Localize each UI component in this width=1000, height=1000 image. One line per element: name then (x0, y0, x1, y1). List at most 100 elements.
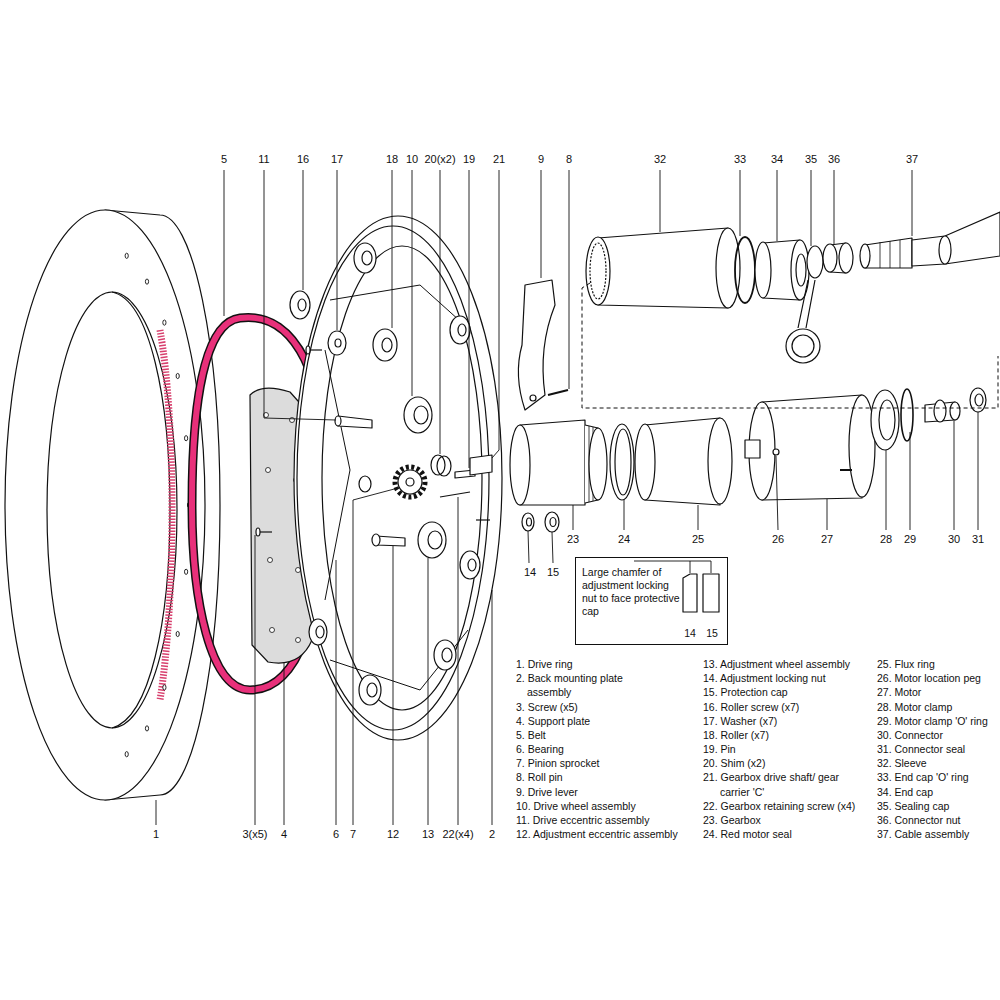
roller (354, 243, 376, 273)
support-plate (270, 628, 275, 633)
alignment-dash (582, 283, 998, 408)
drive-ring (145, 279, 148, 284)
sealing-cap (786, 329, 820, 363)
end-cap-o-ring (735, 237, 755, 303)
parts-list-item: 20. Shim (x2) (703, 756, 765, 770)
gearbox (589, 428, 607, 500)
callout-number: 29 (904, 533, 916, 546)
parts-list-item: 12. Adjustment eccentric assembly (516, 827, 678, 841)
leader-line (776, 456, 778, 530)
callout-number: 7 (350, 828, 356, 841)
leader-line (337, 170, 338, 330)
leader-line (978, 412, 979, 530)
roller (367, 683, 377, 697)
leader-line (910, 432, 911, 530)
callout-number: 4 (281, 828, 287, 841)
locking-nut (522, 512, 559, 532)
leader-line (886, 450, 887, 530)
parts-list-item: 19. Pin (703, 742, 736, 756)
leader-line (528, 531, 529, 563)
leader-line (428, 558, 429, 825)
o-ring (901, 389, 913, 441)
parts-list-item: 32. Sleeve (877, 756, 927, 770)
callout-number: 3(x5) (242, 828, 267, 841)
callout-number: 21 (493, 153, 505, 166)
leader-line (827, 499, 828, 530)
end-cap (796, 254, 806, 286)
parts-list-item: 29. Motor clamp 'O' ring (877, 714, 988, 728)
sealing-cap (792, 335, 814, 357)
leader-line (492, 170, 499, 458)
motor-seal (615, 429, 631, 495)
callout-number: 26 (772, 533, 784, 546)
bearing (418, 522, 446, 558)
callout-number: 28 (880, 533, 892, 546)
eccentric-shaft (372, 534, 380, 546)
callout-number: 14 (524, 566, 536, 579)
motor-seal (610, 424, 634, 500)
parts-list-item: 36. Connector nut (877, 813, 960, 827)
motor-clamp (879, 400, 895, 440)
locking-nut (522, 513, 534, 531)
leader-line (552, 532, 553, 563)
callout-number: 36 (828, 153, 840, 166)
leader-line (303, 170, 304, 290)
bearing (404, 397, 432, 433)
leader-line (156, 800, 157, 825)
callout-number: 33 (734, 153, 746, 166)
flux-ring (708, 418, 732, 504)
screw (306, 346, 310, 354)
parts-list-item: 30. Connector (877, 728, 943, 742)
callout-number: 23 (567, 533, 579, 546)
flux-ring (635, 418, 732, 505)
drive-lever (530, 395, 536, 401)
drive-ring (125, 752, 128, 757)
sleeve (590, 243, 606, 299)
parts-list-item: 37. Cable assembly (877, 827, 969, 841)
leader-line (624, 500, 625, 530)
pinion-sprocket (359, 467, 425, 497)
callout-number: 31 (972, 533, 984, 546)
parts-list-item: 5. Belt (516, 728, 546, 742)
leader-line (458, 497, 459, 825)
drive-ring (176, 631, 179, 636)
parts-list-item: 31. Connector seal (877, 742, 965, 756)
eccentric-shaft (335, 416, 341, 426)
leader-line (412, 170, 413, 396)
callout-number: 19 (463, 153, 475, 166)
cable-assembly (860, 212, 1000, 268)
leader-line (541, 170, 542, 278)
roller (434, 640, 456, 670)
drive-ring (47, 292, 177, 728)
leader-line (569, 170, 570, 389)
leader-line (440, 170, 441, 454)
parts-list-item: 35. Sealing cap (877, 799, 949, 813)
cable-assembly (880, 240, 900, 268)
leader-line (834, 170, 835, 244)
parts-list-item: 10. Drive wheel assembly (516, 799, 636, 813)
leader-line (954, 421, 955, 530)
note-text: Large chamfer of adjustment locking nut … (582, 566, 682, 618)
motor-seal (610, 424, 634, 500)
note-box: Large chamfer of adjustment locking nut … (575, 557, 728, 645)
support-plate (296, 638, 301, 643)
leader-line (690, 561, 711, 573)
roller (316, 626, 324, 638)
leader-line (573, 505, 574, 530)
support-plate (296, 568, 301, 573)
sealing-cap (807, 246, 823, 278)
parts-list-item: 11. Drive eccentric assembly (516, 813, 649, 827)
pinion-sprocket (359, 476, 371, 492)
locking-nut (545, 512, 559, 532)
leader-line (912, 170, 913, 236)
motor (745, 440, 760, 458)
pin-and-shaft (440, 455, 492, 520)
connector-nut (823, 243, 853, 273)
parts-list-item: 8. Roll pin (516, 770, 563, 784)
sleeve (586, 237, 610, 305)
parts-list-item: 22. Gearbox retaining screw (x4) (703, 799, 855, 813)
roller (450, 316, 470, 344)
washer (335, 339, 341, 347)
